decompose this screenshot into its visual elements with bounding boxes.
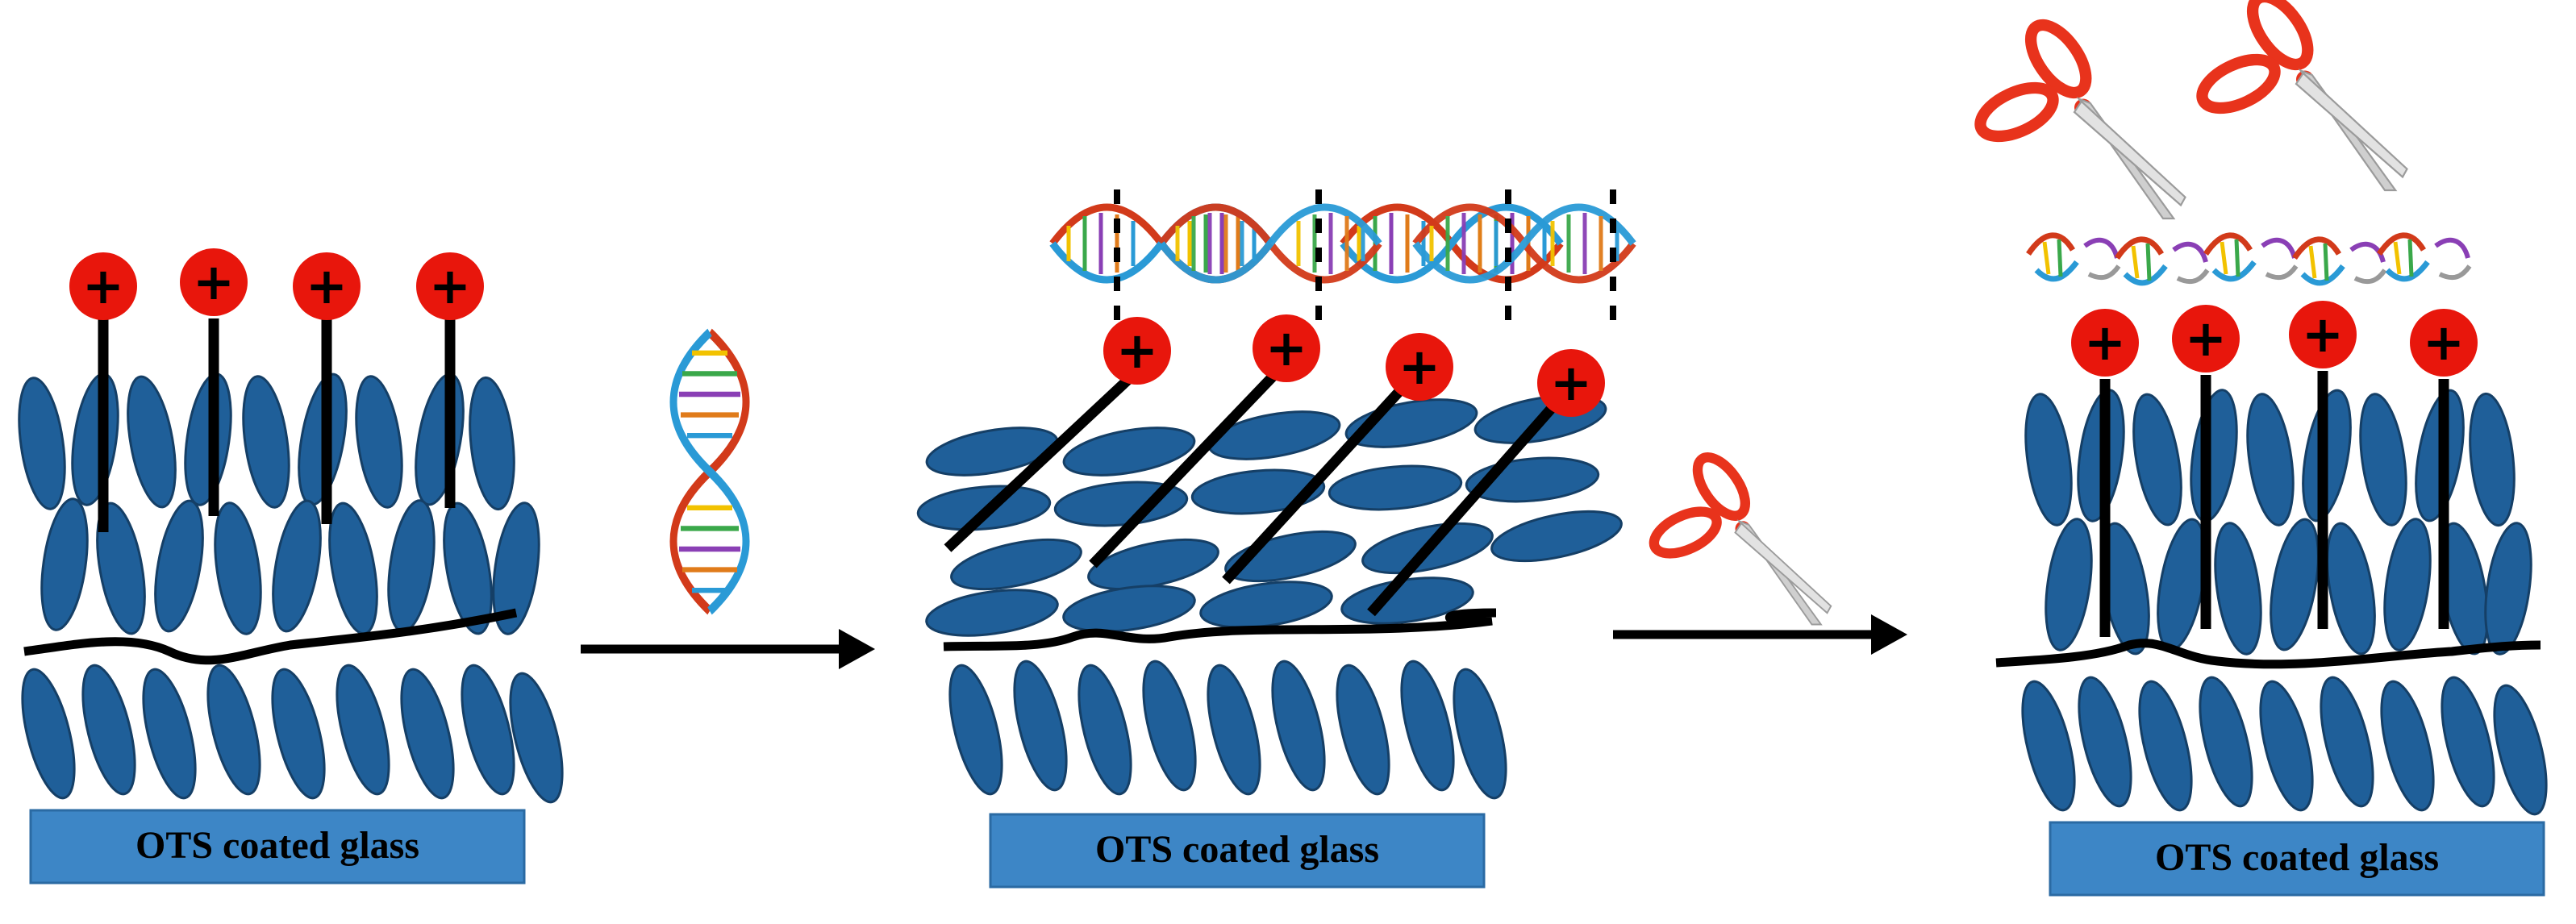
substrate-label: OTS coated glass (135, 824, 419, 867)
aqueous-lc-interface (23, 608, 518, 665)
surfactant-molecules (98, 318, 456, 532)
cleaved-dna-fragments (2028, 235, 2470, 283)
headgroup-charge: + (2302, 305, 2344, 364)
cationic-headgroups: + + + + (2071, 301, 2478, 377)
headgroup-charge: + (1265, 318, 1307, 377)
arrow-cleave-dna (1613, 614, 1907, 655)
substrate-label: OTS coated glass (1095, 828, 1379, 871)
scissors-icon (1648, 449, 1831, 624)
ots-glass-substrate (989, 813, 1486, 889)
substrate-label: OTS coated glass (2155, 836, 2439, 879)
headgroup-charge: + (1398, 337, 1440, 396)
headgroup-charge: + (2084, 313, 2126, 372)
lc-upper-layer (2017, 385, 2540, 659)
dna-headgroup-contact-marks (1114, 189, 1616, 323)
cationic-headgroups: + + + + (69, 248, 484, 320)
lc-lower-layer (938, 655, 1518, 805)
surfactant-molecules (2099, 371, 2449, 637)
ots-glass-substrate (29, 809, 526, 884)
arrow-add-dna (581, 629, 875, 669)
dna-icon (673, 332, 746, 611)
headgroup-charge: + (193, 252, 235, 311)
lc-lower-layer (2011, 671, 2558, 821)
surfactant-molecules (944, 371, 1557, 617)
headgroup-charge: + (1116, 321, 1158, 380)
headgroup-charge: + (82, 256, 124, 315)
panel-dna-bound: + + + + OTS coated glass (915, 189, 1633, 889)
scissors-icon (2195, 0, 2407, 190)
headgroup-charge: + (306, 256, 348, 315)
scissors-icon (1973, 15, 2185, 219)
panel-cleaved: + + + + OTS coated glass (1973, 0, 2558, 897)
aqueous-lc-interface (1995, 639, 2541, 669)
headgroup-charge: + (1550, 353, 1592, 412)
headgroup-charge: + (2185, 309, 2227, 368)
panel-initial: + + + + OTS coated glass (10, 248, 574, 884)
aqueous-lc-interface (943, 608, 1497, 651)
lc-upper-layer (10, 369, 548, 639)
lc-lower-layer (10, 659, 574, 809)
cationic-headgroups: + + + + (1103, 314, 1605, 417)
headgroup-charge: + (2423, 313, 2465, 372)
lc-planar-layer (915, 385, 1628, 644)
adsorbed-dna-strands (1052, 207, 1633, 280)
headgroup-charge: + (429, 256, 471, 315)
ots-glass-substrate (2049, 821, 2545, 897)
